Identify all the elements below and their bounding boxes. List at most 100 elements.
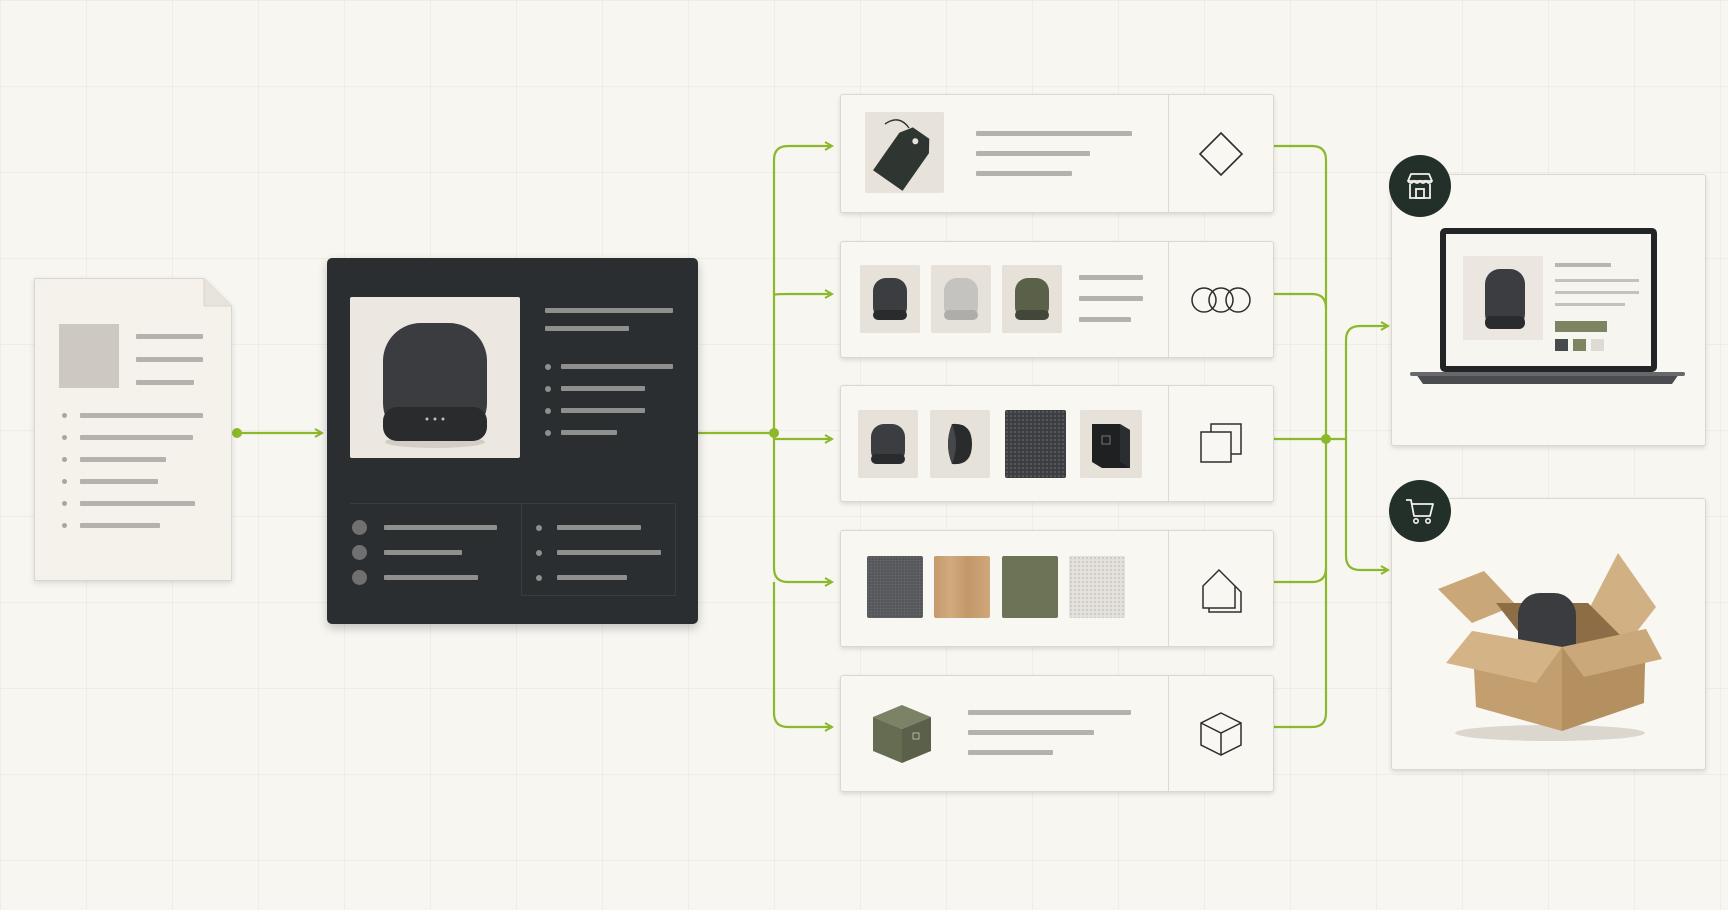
card-divider xyxy=(1168,242,1169,357)
shopping-cart-icon xyxy=(1406,499,1434,524)
three-circles-icon xyxy=(1169,242,1273,357)
stacked-squares-icon xyxy=(1169,386,1273,501)
material-swatch-olive xyxy=(1002,556,1058,618)
variant-line xyxy=(1079,296,1143,301)
connector-hub-to-variants xyxy=(772,294,832,295)
view-thumbnail-fabric xyxy=(1005,410,1066,478)
record-line xyxy=(561,408,645,413)
storefront-badge xyxy=(1389,155,1451,217)
document-image-placeholder xyxy=(59,324,119,388)
document-line xyxy=(80,479,158,484)
record-line xyxy=(561,386,645,391)
connector-hub-to-packaging xyxy=(772,582,832,727)
spec-line xyxy=(557,575,627,580)
spec-toggle xyxy=(352,545,367,560)
spec-line xyxy=(384,550,462,555)
asset-card-product-views xyxy=(840,385,1274,502)
variant-line xyxy=(1079,275,1143,280)
connector-to-shopping xyxy=(1344,439,1388,570)
record-bullet xyxy=(545,430,551,436)
connector-merge-dot xyxy=(1321,434,1331,444)
tag-line xyxy=(976,171,1072,176)
record-spec-divider xyxy=(350,503,674,504)
asset-card-tag xyxy=(840,94,1274,213)
connector-start-dot xyxy=(232,428,242,438)
connector-tag-to-merge xyxy=(1272,144,1328,439)
material-swatch-stone xyxy=(1069,556,1125,618)
document-bullet xyxy=(62,435,67,440)
packaging-line xyxy=(968,730,1094,735)
document-bullet xyxy=(62,501,67,506)
document-bullet xyxy=(62,523,67,528)
record-bullet xyxy=(545,408,551,414)
view-thumbnail-side xyxy=(930,410,990,478)
record-bullet xyxy=(545,386,551,392)
card-divider xyxy=(1168,531,1169,646)
storefront-icon xyxy=(1407,173,1433,199)
tag-line xyxy=(976,131,1132,136)
shopping-badge xyxy=(1389,480,1451,542)
spec-line xyxy=(557,550,661,555)
spec-toggle xyxy=(352,520,367,535)
connector-materials-to-merge xyxy=(1272,439,1328,584)
spec-line xyxy=(384,575,478,580)
document-line xyxy=(136,357,203,362)
document-line xyxy=(80,523,160,528)
product-hero-image xyxy=(350,297,520,458)
shipping-box-image xyxy=(1438,553,1662,741)
diamond-icon xyxy=(1169,95,1273,212)
packaging-line xyxy=(968,750,1053,755)
document-line xyxy=(80,501,195,506)
product-record-panel xyxy=(327,258,698,624)
packaging-thumbnail xyxy=(867,699,937,769)
spec-line xyxy=(557,525,641,530)
variant-thumbnail-olive xyxy=(1002,265,1062,333)
material-swatch-charcoal-fabric xyxy=(867,556,923,618)
document-bullet xyxy=(62,413,67,418)
tag-line xyxy=(976,151,1090,156)
record-line xyxy=(561,364,673,369)
connector-variants-to-merge xyxy=(1272,292,1328,309)
material-swatch-oak xyxy=(934,556,990,618)
connector-to-storefront xyxy=(1344,326,1388,439)
record-title-line xyxy=(545,308,673,313)
document-line xyxy=(136,334,203,339)
spec-bullet xyxy=(536,525,542,531)
card-divider xyxy=(1168,676,1169,791)
house-icon xyxy=(1169,531,1273,646)
asset-card-packaging xyxy=(840,675,1274,792)
variant-line xyxy=(1079,317,1131,322)
document-bullet xyxy=(62,457,67,462)
view-thumbnail-box xyxy=(1080,410,1142,478)
connector-hub-to-tag xyxy=(772,146,832,433)
record-title-line xyxy=(545,326,629,331)
document-line xyxy=(80,413,203,418)
record-bullet xyxy=(545,364,551,370)
spec-bullet xyxy=(536,575,542,581)
spec-bullet xyxy=(536,550,542,556)
packaging-line xyxy=(968,710,1131,715)
variant-thumbnail-charcoal xyxy=(860,265,920,333)
record-line xyxy=(561,430,617,435)
record-spec-column-right xyxy=(521,503,676,596)
document-line xyxy=(80,435,193,440)
cube-icon xyxy=(1169,676,1273,791)
connector-hub-dot xyxy=(769,428,779,438)
variant-thumbnail-grey xyxy=(931,265,991,333)
asset-card-materials xyxy=(840,530,1274,647)
asset-card-color-variants xyxy=(840,241,1274,358)
connector-hub-to-materials xyxy=(772,433,832,582)
tag-thumbnail xyxy=(865,112,944,193)
document-line xyxy=(136,380,194,385)
channel-card-shopping xyxy=(1391,498,1706,770)
card-divider xyxy=(1168,95,1169,212)
spec-line xyxy=(384,525,497,530)
connector-packaging-to-merge xyxy=(1272,568,1328,729)
channel-card-storefront xyxy=(1391,174,1706,446)
view-thumbnail-front xyxy=(858,410,918,478)
spec-document xyxy=(34,278,232,581)
speaker-icon xyxy=(383,323,487,448)
document-line xyxy=(80,457,166,462)
card-divider xyxy=(1168,386,1169,501)
